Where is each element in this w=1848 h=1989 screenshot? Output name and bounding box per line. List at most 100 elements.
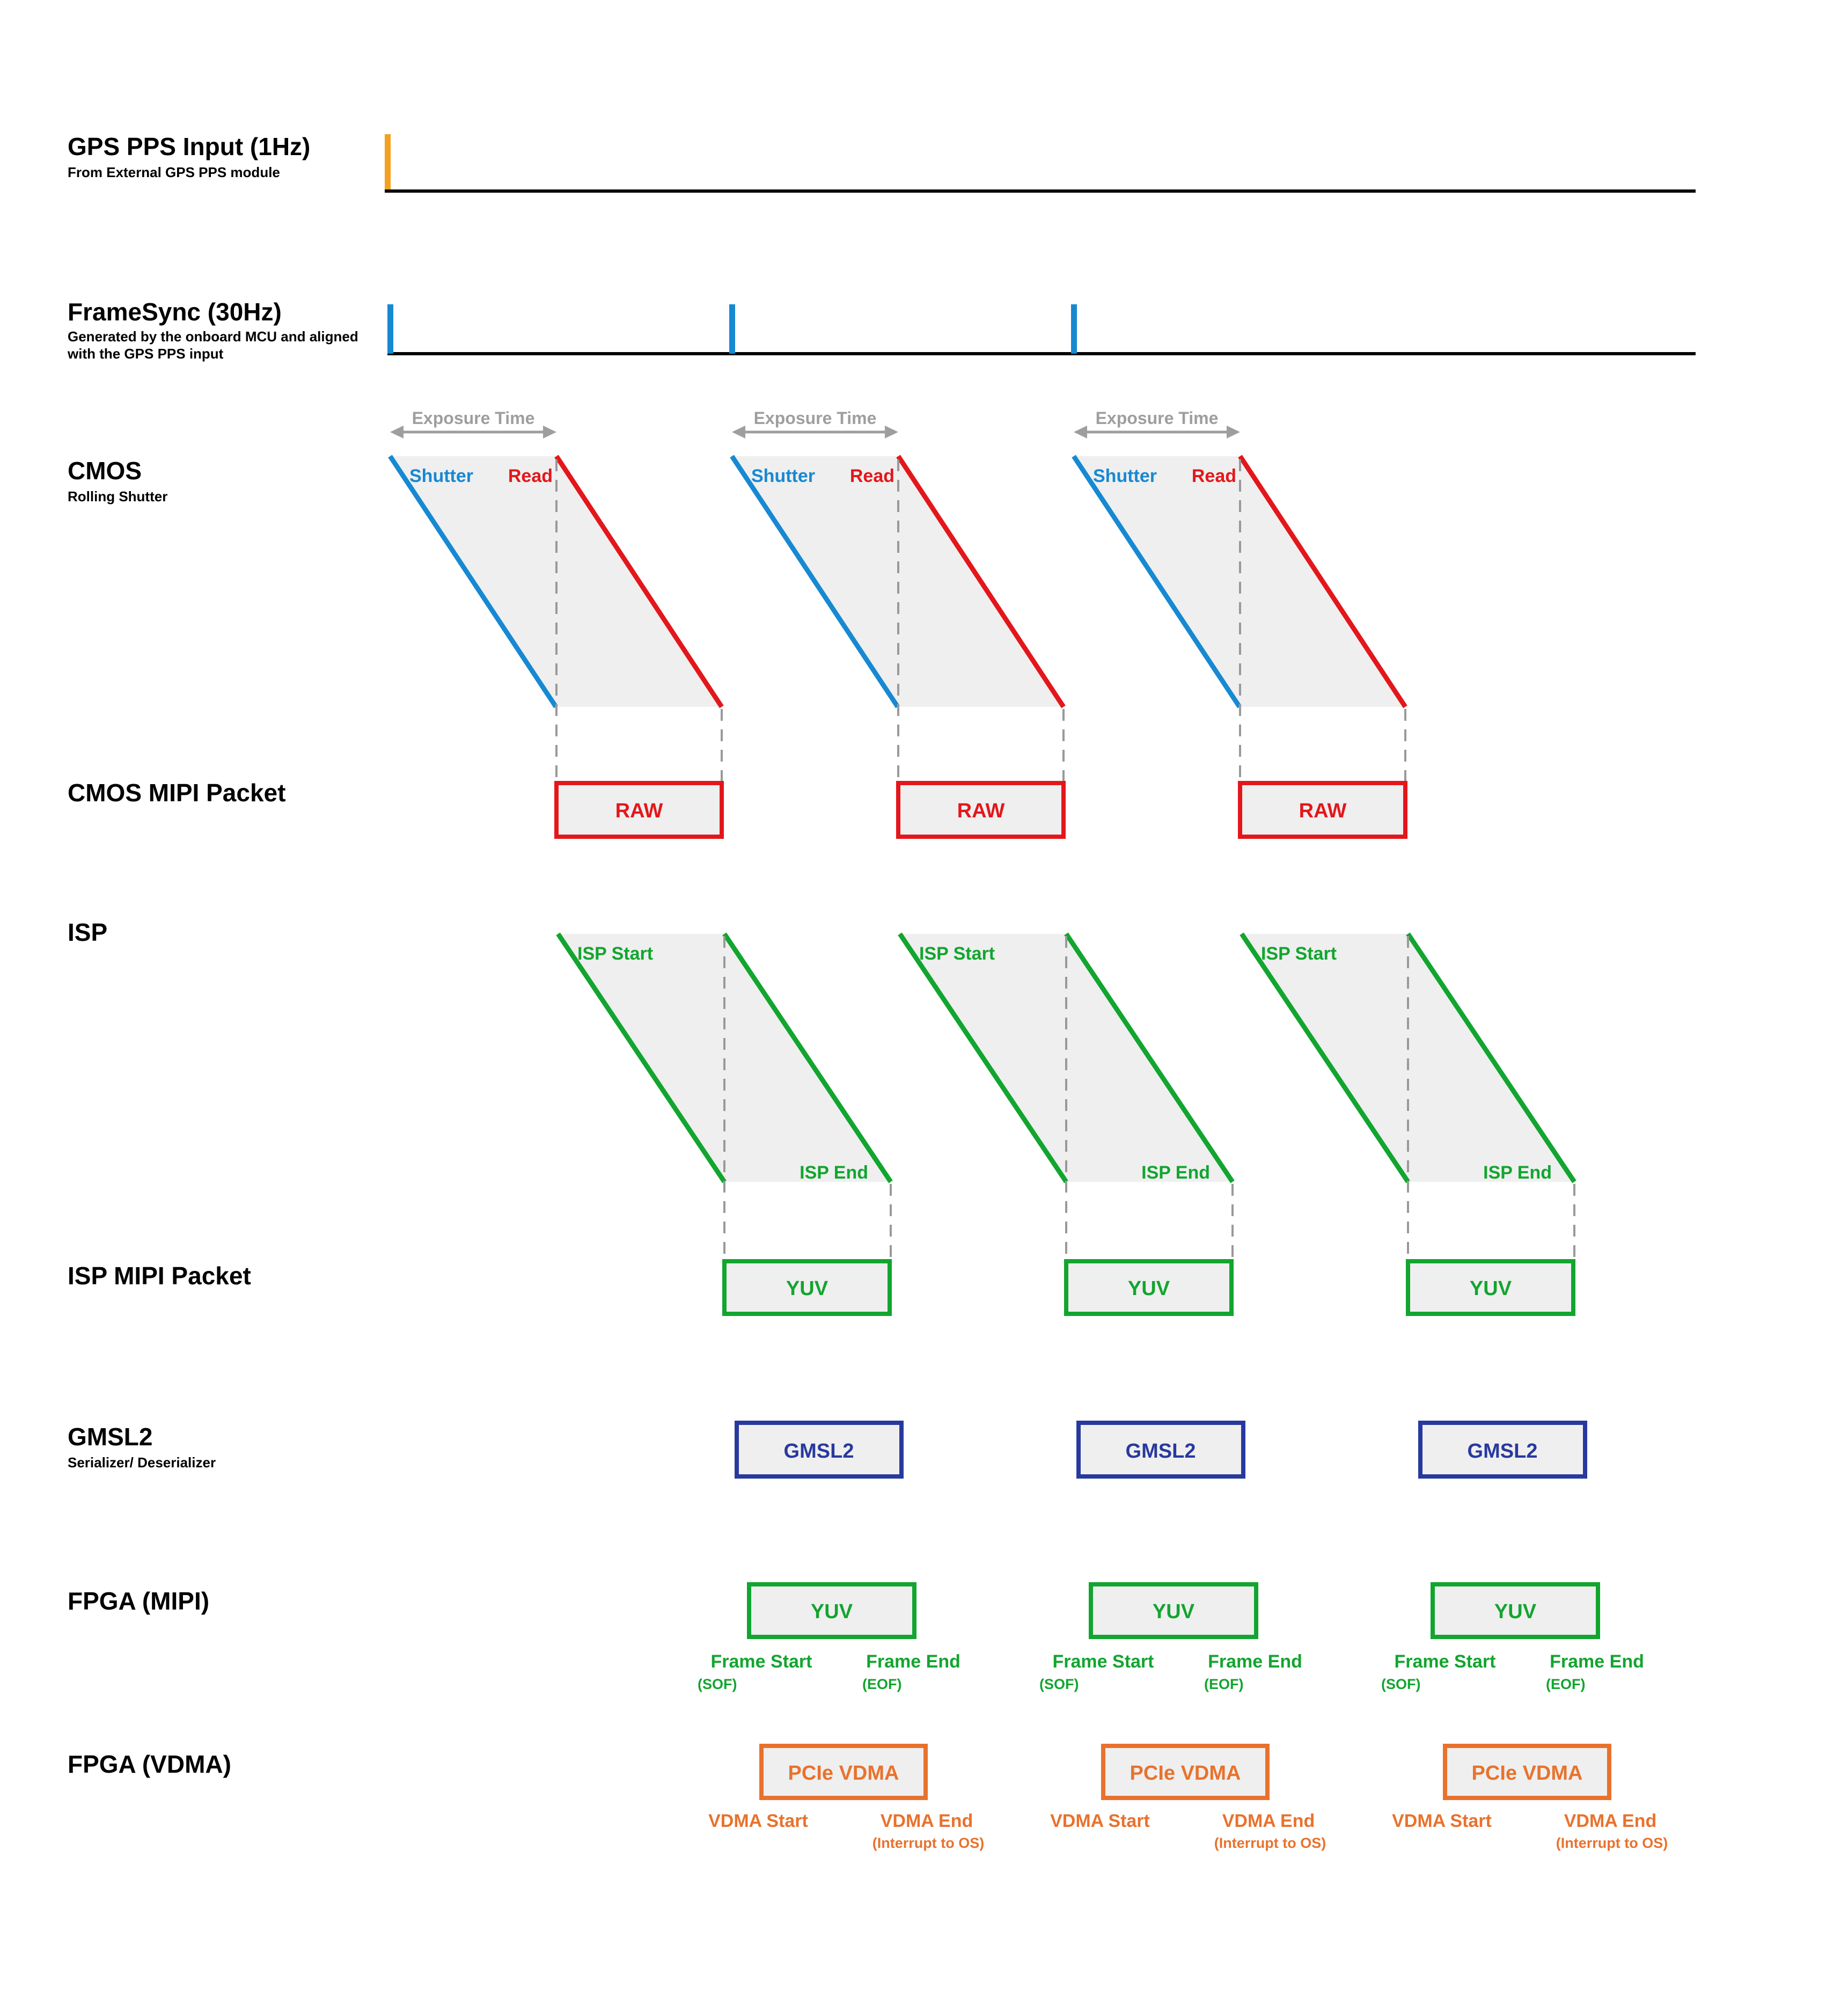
exposure-arrow-right-head <box>1227 426 1240 438</box>
vdma-start-label: VDMA Start <box>708 1811 808 1831</box>
raw-packet-label: RAW <box>957 800 1005 822</box>
shutter-label: Shutter <box>409 466 473 486</box>
frame-end-label: Frame End <box>1550 1651 1644 1672</box>
framesync-pulse <box>729 304 735 354</box>
row-label-cmos-mipi-title: CMOS MIPI Packet <box>68 779 286 807</box>
vdma-start-label: VDMA Start <box>1050 1811 1150 1831</box>
raw-packet-box <box>1238 781 1407 839</box>
shutter-line <box>730 455 900 708</box>
frame-start-label: Frame Start <box>1053 1651 1154 1672</box>
isp-processing-area <box>900 934 1233 1182</box>
isp-yuv-packet-box <box>1406 1259 1575 1316</box>
raw-packet-label: RAW <box>1299 800 1347 822</box>
isp-yuv-packet-label: YUV <box>1128 1277 1170 1300</box>
cmos-exposure-area <box>390 456 722 707</box>
row-label-cmos-title: CMOS <box>68 457 142 485</box>
eof-label: (EOF) <box>862 1676 902 1692</box>
isp-end-line <box>1064 932 1235 1183</box>
eof-label: (EOF) <box>1546 1676 1586 1692</box>
shutter-label: Shutter <box>1093 466 1157 486</box>
eof-label: (EOF) <box>1204 1676 1244 1692</box>
row-label-framesync-subtitle-line1: Generated by the onboard MCU and aligned <box>68 328 358 345</box>
gmsl2-box <box>735 1421 904 1479</box>
read-line <box>896 455 1066 708</box>
isp-yuv-packet-label: YUV <box>786 1277 828 1300</box>
raw-packet-label: RAW <box>615 800 663 822</box>
shutter-label: Shutter <box>751 466 815 486</box>
isp-yuv-packet-label: YUV <box>1470 1277 1512 1300</box>
cmos-exposure-area <box>1074 456 1405 707</box>
cmos-exposure-area <box>732 456 1064 707</box>
vdma-end-label: VDMA End <box>1564 1811 1657 1831</box>
frame-end-label: Frame End <box>1208 1651 1302 1672</box>
gmsl2-box <box>1418 1421 1587 1479</box>
shutter-line <box>388 455 558 708</box>
frame-end-label: Frame End <box>866 1651 960 1672</box>
read-line <box>554 455 724 708</box>
raw-packet-box <box>554 781 724 839</box>
exposure-time-label: Exposure Time <box>754 408 877 428</box>
row-label-isp-mipi-title: ISP MIPI Packet <box>68 1262 251 1290</box>
fpga-yuv-box <box>1431 1582 1600 1639</box>
isp-processing-area <box>558 934 891 1182</box>
row-label-gps-title: GPS PPS Input (1Hz) <box>68 133 311 160</box>
pcie-vdma-box-label: PCIe VDMA <box>1472 1762 1583 1785</box>
pcie-vdma-box-label: PCIe VDMA <box>1130 1762 1241 1785</box>
vdma-interrupt-label: (Interrupt to OS) <box>1556 1835 1668 1851</box>
fpga-yuv-box-label: YUV <box>1153 1600 1195 1623</box>
row-label-framesync-subtitle-line2: with the GPS PPS input <box>68 346 224 362</box>
fpga-yuv-box <box>747 1582 916 1639</box>
isp-end-line <box>1406 932 1576 1183</box>
framesync-pulse <box>1071 304 1077 354</box>
row-label-gmsl2-subtitle: Serializer/ Deserializer <box>68 1454 216 1471</box>
isp-yuv-packet-box <box>1064 1259 1234 1316</box>
exposure-arrow-left-head <box>732 426 745 438</box>
read-line <box>1238 455 1407 708</box>
isp-start-line <box>898 932 1068 1183</box>
isp-end-line <box>722 932 893 1183</box>
fpga-yuv-box <box>1089 1582 1258 1639</box>
fpga-yuv-box-label: YUV <box>1494 1600 1537 1623</box>
pcie-vdma-box-label: PCIe VDMA <box>788 1762 899 1785</box>
frame-3: Exposure Time Shutter Read RAW ISP Start… <box>1071 304 1668 1851</box>
raw-packet-box <box>896 781 1066 839</box>
vdma-end-label: VDMA End <box>1222 1811 1315 1831</box>
vdma-start-label: VDMA Start <box>1392 1811 1492 1831</box>
exposure-arrow-left-head <box>390 426 404 438</box>
row-label-fpga-vdma-title: FPGA (VDMA) <box>68 1750 231 1778</box>
shutter-line <box>1072 455 1242 708</box>
exposure-arrow-right-head <box>885 426 898 438</box>
read-label: Read <box>1192 466 1236 486</box>
row-label-gps-subtitle: From External GPS PPS module <box>68 164 280 180</box>
gps-signal-baseline <box>385 189 1696 193</box>
row-label-isp-title: ISP <box>68 918 108 946</box>
framesync-signal-baseline <box>387 352 1696 355</box>
gps-pps-pulse <box>385 134 391 191</box>
isp-start-line <box>1240 932 1410 1183</box>
frame-1: Exposure Time Shutter Read RAW ISP Start… <box>387 304 984 1851</box>
isp-start-line <box>556 932 727 1183</box>
row-label-framesync-title: FrameSync (30Hz) <box>68 298 282 326</box>
pcie-vdma-box <box>1101 1744 1270 1800</box>
isp-end-label: ISP End <box>800 1162 868 1183</box>
isp-processing-area <box>1242 934 1574 1182</box>
row-label-gmsl2-title: GMSL2 <box>68 1423 153 1451</box>
frame-start-label: Frame Start <box>711 1651 812 1672</box>
exposure-arrow-right-head <box>543 426 556 438</box>
read-label: Read <box>508 466 553 486</box>
frame-2: Exposure Time Shutter Read RAW ISP Start… <box>729 304 1326 1851</box>
read-label: Read <box>850 466 894 486</box>
gmsl2-box-label: GMSL2 <box>1468 1440 1538 1462</box>
exposure-time-label: Exposure Time <box>412 408 535 428</box>
vdma-interrupt-label: (Interrupt to OS) <box>872 1835 984 1851</box>
fpga-yuv-box-label: YUV <box>811 1600 853 1623</box>
framesync-pulse <box>387 304 393 354</box>
gmsl2-box-label: GMSL2 <box>1126 1440 1196 1462</box>
sof-label: (SOF) <box>1381 1676 1421 1692</box>
pcie-vdma-box <box>759 1744 928 1800</box>
sof-label: (SOF) <box>698 1676 737 1692</box>
gmsl2-box <box>1076 1421 1245 1479</box>
frame-start-label: Frame Start <box>1395 1651 1496 1672</box>
